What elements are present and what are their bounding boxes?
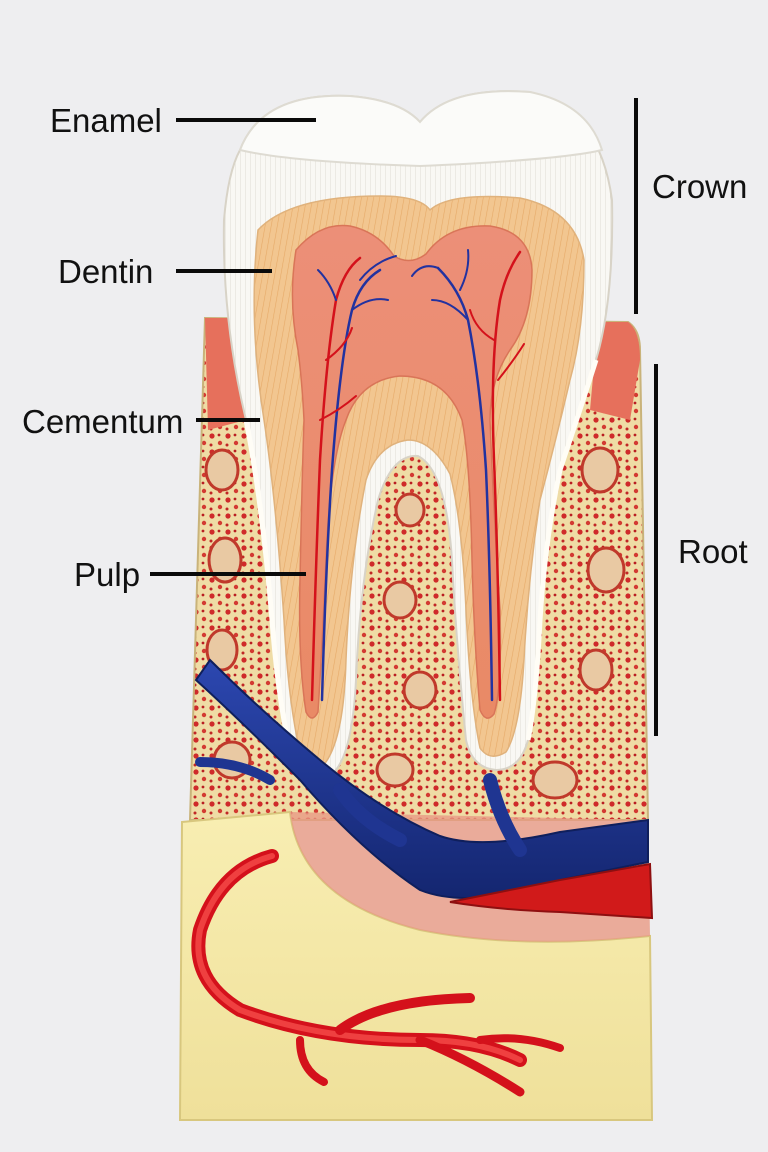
- label-pulp: Pulp: [74, 556, 141, 593]
- crown-bracket: [634, 98, 638, 314]
- label-cementum: Cementum: [22, 403, 184, 440]
- leader-line-pulp: [150, 572, 306, 576]
- vein-branch-1: [333, 783, 407, 847]
- cementum-layer: [243, 359, 599, 761]
- label-dentin: Dentin: [58, 253, 154, 290]
- vein-branch-2: [483, 773, 527, 857]
- major-artery: [449, 862, 654, 920]
- base-artery-branches: [191, 849, 564, 1097]
- leader-line-enamel: [176, 118, 316, 122]
- label-enamel: Enamel: [50, 102, 162, 139]
- label-root: Root: [678, 533, 748, 570]
- root-bracket: [654, 364, 658, 736]
- vein-branch-3: [195, 757, 275, 785]
- crown-top-surface: [238, 90, 604, 168]
- leader-line-dentin: [176, 269, 272, 273]
- label-crown: Crown: [652, 168, 748, 205]
- pulp-vessels: [310, 249, 525, 702]
- leader-line-cementum: [196, 418, 260, 422]
- major-vein: [194, 658, 649, 899]
- gum-right: [590, 322, 640, 420]
- bone-marrow-cells: [204, 446, 626, 800]
